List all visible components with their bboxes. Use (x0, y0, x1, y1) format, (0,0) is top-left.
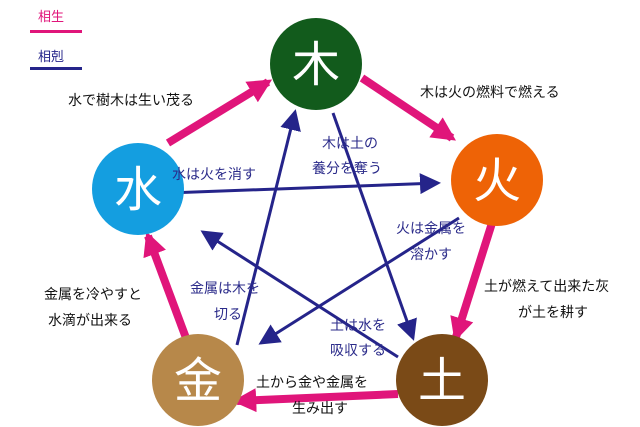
arrow-earth-to-metal (232, 388, 399, 413)
label-wood-fire: 木は火の燃料で燃える (420, 85, 560, 101)
element-earth: 土 (396, 334, 488, 426)
fire-circle (451, 134, 543, 226)
label-wood-earth-line2: 養分を奪う (312, 161, 382, 177)
legend-controlling-line (30, 67, 82, 70)
earth-char: 土 (418, 353, 466, 409)
label-fire-earth-line2: が土を耕す (518, 305, 588, 321)
label-metal-water-line1: 金属を冷やすと (44, 287, 142, 303)
wood-char: 木 (292, 37, 340, 93)
label-earth-water-line1: 土は水を (330, 318, 386, 334)
arrow-wood-to-earth (331, 112, 417, 341)
legend-generating-label: 相生 (38, 10, 65, 25)
arrow-metal-to-wood (235, 109, 301, 346)
wood-circle (270, 18, 362, 110)
arrow-earth-to-water (200, 230, 399, 359)
earth-circle (396, 334, 488, 426)
water-circle (92, 143, 184, 235)
legend-generating-line (30, 30, 82, 33)
label-earth-metal-line1: 土から金や金属を (256, 375, 368, 391)
fire-char: 火 (473, 153, 521, 209)
element-wood: 木 (270, 18, 362, 110)
label-wood-earth-line1: 木は土の (322, 136, 378, 152)
arrow-metal-to-water (143, 231, 190, 340)
label-metal-wood-line2: 切る (214, 307, 242, 323)
label-metal-wood-line1: 金属は木を (190, 281, 260, 297)
arrow-fire-to-earth (450, 221, 496, 342)
label-fire-metal-line2: 溶かす (410, 247, 452, 263)
element-water: 水 (92, 143, 184, 235)
metal-char: 金 (174, 353, 222, 409)
legend-controlling-label: 相剋 (38, 50, 65, 65)
label-earth-water-line2: 吸収する (330, 343, 386, 359)
arrow-water-to-wood (165, 78, 273, 147)
metal-circle (152, 334, 244, 426)
label-metal-water-line2: 水滴が出来る (48, 313, 132, 329)
element-fire: 火 (451, 134, 543, 226)
arrow-wood-to-fire (359, 74, 456, 142)
label-water-fire: 水は火を消す (172, 167, 256, 183)
label-earth-metal-line2: 生み出す (292, 401, 348, 417)
arrow-water-to-fire (167, 173, 441, 195)
water-char: 水 (114, 162, 162, 218)
label-fire-earth-line1: 土が燃えて出来た灰 (484, 279, 610, 295)
label-fire-metal-line1: 火は金属を (396, 221, 466, 237)
element-metal: 金 (152, 334, 244, 426)
label-water-wood: 水で樹木は生い茂る (68, 93, 194, 109)
arrow-fire-to-metal (258, 216, 460, 345)
